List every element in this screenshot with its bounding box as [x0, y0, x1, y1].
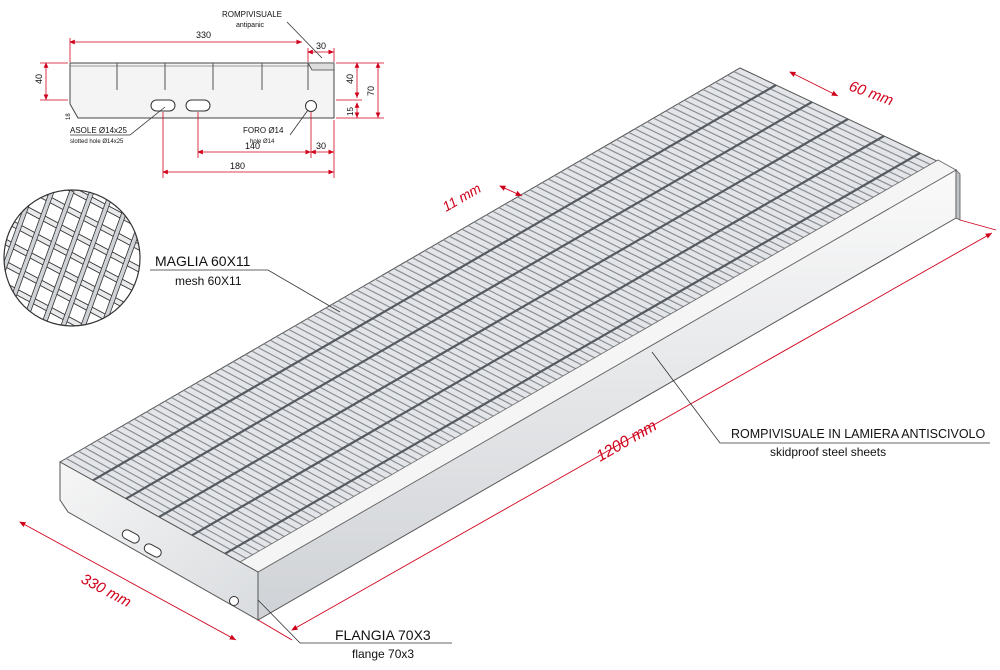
hole-leader	[289, 109, 309, 136]
mesh-label-sub: mesh 60X11	[175, 274, 242, 288]
flange-label-sub: flange 70x3	[352, 647, 414, 661]
slot-leader	[70, 106, 166, 136]
flange-leader	[257, 599, 452, 644]
dim-height-right-b: 15	[346, 107, 355, 116]
antipanic-leader	[286, 21, 323, 59]
slot-label-sub: slotted hole Ø14x25	[70, 139, 124, 145]
dim-flange-top: 30	[316, 41, 326, 51]
cross-bar-spacing-label: 11 mm	[440, 180, 484, 215]
detail-load-bar	[4, 279, 140, 326]
dim-140: 140	[245, 141, 260, 151]
dim-30-bottom: 30	[316, 141, 326, 151]
antipanic-callout-sub: antipanic	[236, 22, 265, 29]
mesh-label: MAGLIA 60X11	[155, 253, 251, 269]
dim-height-right-a: 40	[345, 74, 355, 84]
slot-hole-2	[185, 99, 211, 112]
dim-height-left: 40	[34, 74, 44, 84]
right-end-flange	[955, 169, 961, 221]
detail-load-bar	[4, 190, 140, 235]
detail-load-bar	[4, 323, 140, 326]
detail-cross-bar	[99, 190, 140, 326]
dim-total-width: 330	[196, 30, 211, 40]
section-bar-ticks	[116, 63, 309, 90]
hole-label-sub: hole Ø14	[250, 139, 275, 145]
mesh-leader	[150, 269, 341, 313]
flange-hole	[229, 596, 239, 606]
round-hole	[305, 100, 317, 112]
width-label: 330 mm	[78, 571, 134, 611]
dim-corner: 18	[66, 113, 72, 120]
nosing-label: ROMPIVISUALE IN LAMIERA ANTISCIVOLO	[731, 427, 986, 441]
dim-60-line	[789, 71, 839, 97]
hole-label: FORO Ø14	[243, 126, 284, 135]
section-view: ROMPIVISUALE antipanic 330 30 40 40 15 7…	[34, 10, 384, 178]
antipanic-callout: ROMPIVISUALE	[222, 10, 282, 19]
slot-hole-1	[150, 99, 176, 112]
length-label: 1200 mm	[594, 417, 660, 465]
flange-label: FLANGIA 70X3	[335, 627, 431, 643]
slot-label: ASOLE Ø14x25	[70, 126, 127, 135]
dim-height-total: 70	[366, 86, 376, 96]
bar-spacing-label: 60 mm	[847, 78, 896, 110]
dim-1200-line	[291, 232, 993, 631]
nosing-leader	[651, 351, 990, 444]
section-plate-outline	[69, 62, 335, 119]
grating-isometric	[58, 67, 961, 621]
section-nosing	[307, 62, 335, 71]
dim-11-line	[499, 185, 523, 197]
nosing-label-sub: skidproof steel sheets	[770, 445, 886, 459]
dim-330-line	[19, 521, 237, 641]
detail-load-bar	[0, 346, 150, 432]
dim-180: 180	[230, 161, 245, 171]
detail-cross-bar	[19, 190, 75, 326]
